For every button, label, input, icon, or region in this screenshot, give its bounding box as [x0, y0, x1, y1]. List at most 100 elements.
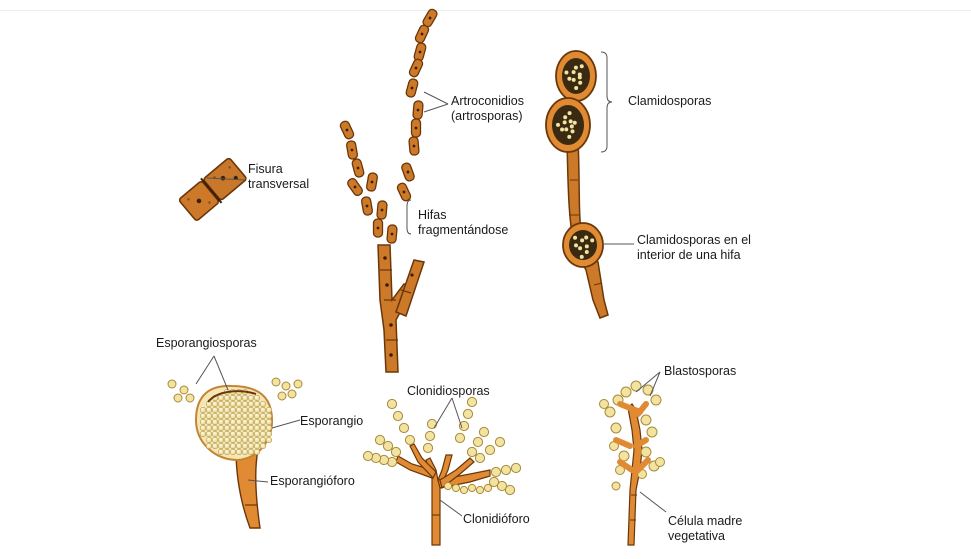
conidium	[427, 419, 436, 428]
blastospore	[612, 482, 620, 490]
sporangiospore	[230, 401, 236, 407]
chlamydospore-granule	[580, 64, 584, 68]
fisura-label: Fisura transversal	[248, 162, 309, 192]
chlamydospores	[546, 51, 608, 318]
sporangiospore	[218, 443, 224, 449]
sporangiospore	[218, 431, 224, 437]
sporangiospore	[200, 431, 206, 437]
chlamydospore-leaders	[601, 52, 634, 244]
hifas-label: Hifas fragmentándose	[418, 208, 508, 238]
free-sporangiospore	[186, 394, 194, 402]
conidium	[505, 485, 514, 494]
sporangiospore	[230, 407, 236, 413]
sporangiospore	[242, 443, 248, 449]
sporangiospore	[212, 437, 218, 443]
chlamydospore-granule	[572, 70, 576, 74]
conidium	[467, 447, 476, 456]
blastosporas-label: Blastosporas	[664, 364, 736, 379]
chlamydospore-granule	[564, 127, 568, 131]
arthroconidium	[408, 58, 424, 78]
arthroconidium	[346, 177, 364, 197]
clamidosporas-text: Clamidosporas	[628, 94, 711, 109]
chlamydospore-granule	[585, 250, 589, 254]
sporangiospore	[230, 437, 236, 443]
chlamydospore-granule	[563, 115, 567, 119]
conidium	[375, 435, 384, 444]
chlamydospore-granule	[568, 111, 572, 115]
sporangiospore	[224, 413, 230, 419]
sporangiospore	[236, 437, 242, 443]
sporangiospore	[260, 437, 266, 443]
sporangiospore	[212, 419, 218, 425]
free-sporangiospore	[180, 386, 188, 394]
conidium	[511, 463, 520, 472]
sporangiospore	[224, 401, 230, 407]
sporangiospore	[224, 425, 230, 431]
arthroconidium	[412, 119, 421, 137]
sporangiospore	[206, 431, 212, 437]
blastospore-stalk	[638, 404, 646, 414]
chlamydospore-granule	[574, 66, 578, 70]
sporangiospore	[248, 401, 254, 407]
sporangiospore	[230, 449, 236, 455]
sporangiospore	[236, 449, 242, 455]
sporangiospore	[218, 407, 224, 413]
arthroconidium	[405, 78, 418, 98]
sporangiospore	[212, 413, 218, 419]
sporangiospore	[230, 431, 236, 437]
fisura-line-1: Fisura	[248, 162, 309, 177]
sporangiospore	[254, 431, 260, 437]
conidium	[391, 447, 400, 456]
hifas-line-1: Hifas	[418, 208, 508, 223]
sporangiospore	[248, 443, 254, 449]
sporangiospore	[224, 395, 230, 401]
sporangiospore	[242, 407, 248, 413]
fragmenting-hypha	[378, 245, 424, 372]
chlamydospore-granule	[560, 127, 564, 131]
arthroconidium	[351, 158, 364, 178]
clamido-hifa-line-2: interior de una hifa	[637, 248, 751, 263]
chlamydospore-granule	[571, 129, 575, 133]
sporangiospore	[206, 413, 212, 419]
blastospore	[641, 415, 651, 425]
sporangiospore	[260, 407, 266, 413]
conidium	[463, 409, 472, 418]
conidium	[423, 443, 432, 452]
sporangiospore	[212, 425, 218, 431]
chlamydospore-granule	[572, 78, 576, 82]
esporangioforo-label: Esporangióforo	[270, 474, 355, 489]
sporangiospore	[218, 449, 224, 455]
sporangiospore	[242, 395, 248, 401]
arthroconidium	[409, 137, 420, 156]
sporangiospore	[242, 425, 248, 431]
celula-line-2: vegetativa	[668, 529, 742, 544]
free-sporangiospore	[168, 380, 176, 388]
sporangiospore	[212, 431, 218, 437]
sporangiospore	[236, 419, 242, 425]
sporangium	[168, 378, 302, 528]
free-sporangiospore	[288, 390, 296, 398]
blastospore	[605, 407, 615, 417]
chlamydospore-granule	[567, 135, 571, 139]
chlamydospore-granule	[578, 72, 582, 76]
sporangiospore	[266, 407, 272, 413]
artroconidios-line-1: Artroconidios	[451, 94, 524, 109]
sporangiospore	[206, 419, 212, 425]
clonidiosporas-text: Clonidiosporas	[407, 384, 490, 399]
sporangiospore	[236, 425, 242, 431]
chlamydospore-granule	[556, 123, 560, 127]
conidium	[475, 453, 484, 462]
blastospore	[621, 387, 631, 397]
sporangiospore	[260, 443, 266, 449]
sporangiospore	[206, 407, 212, 413]
sporangiospore	[254, 443, 260, 449]
chlamydospore-granule	[585, 244, 589, 248]
sporangiospore	[254, 449, 260, 455]
sporangiospore	[254, 425, 260, 431]
sporangiospore	[212, 407, 218, 413]
sporangiospore	[206, 443, 212, 449]
blastosporas-text: Blastosporas	[664, 364, 736, 379]
sporangiospore	[206, 425, 212, 431]
arthroconidium	[339, 120, 355, 140]
